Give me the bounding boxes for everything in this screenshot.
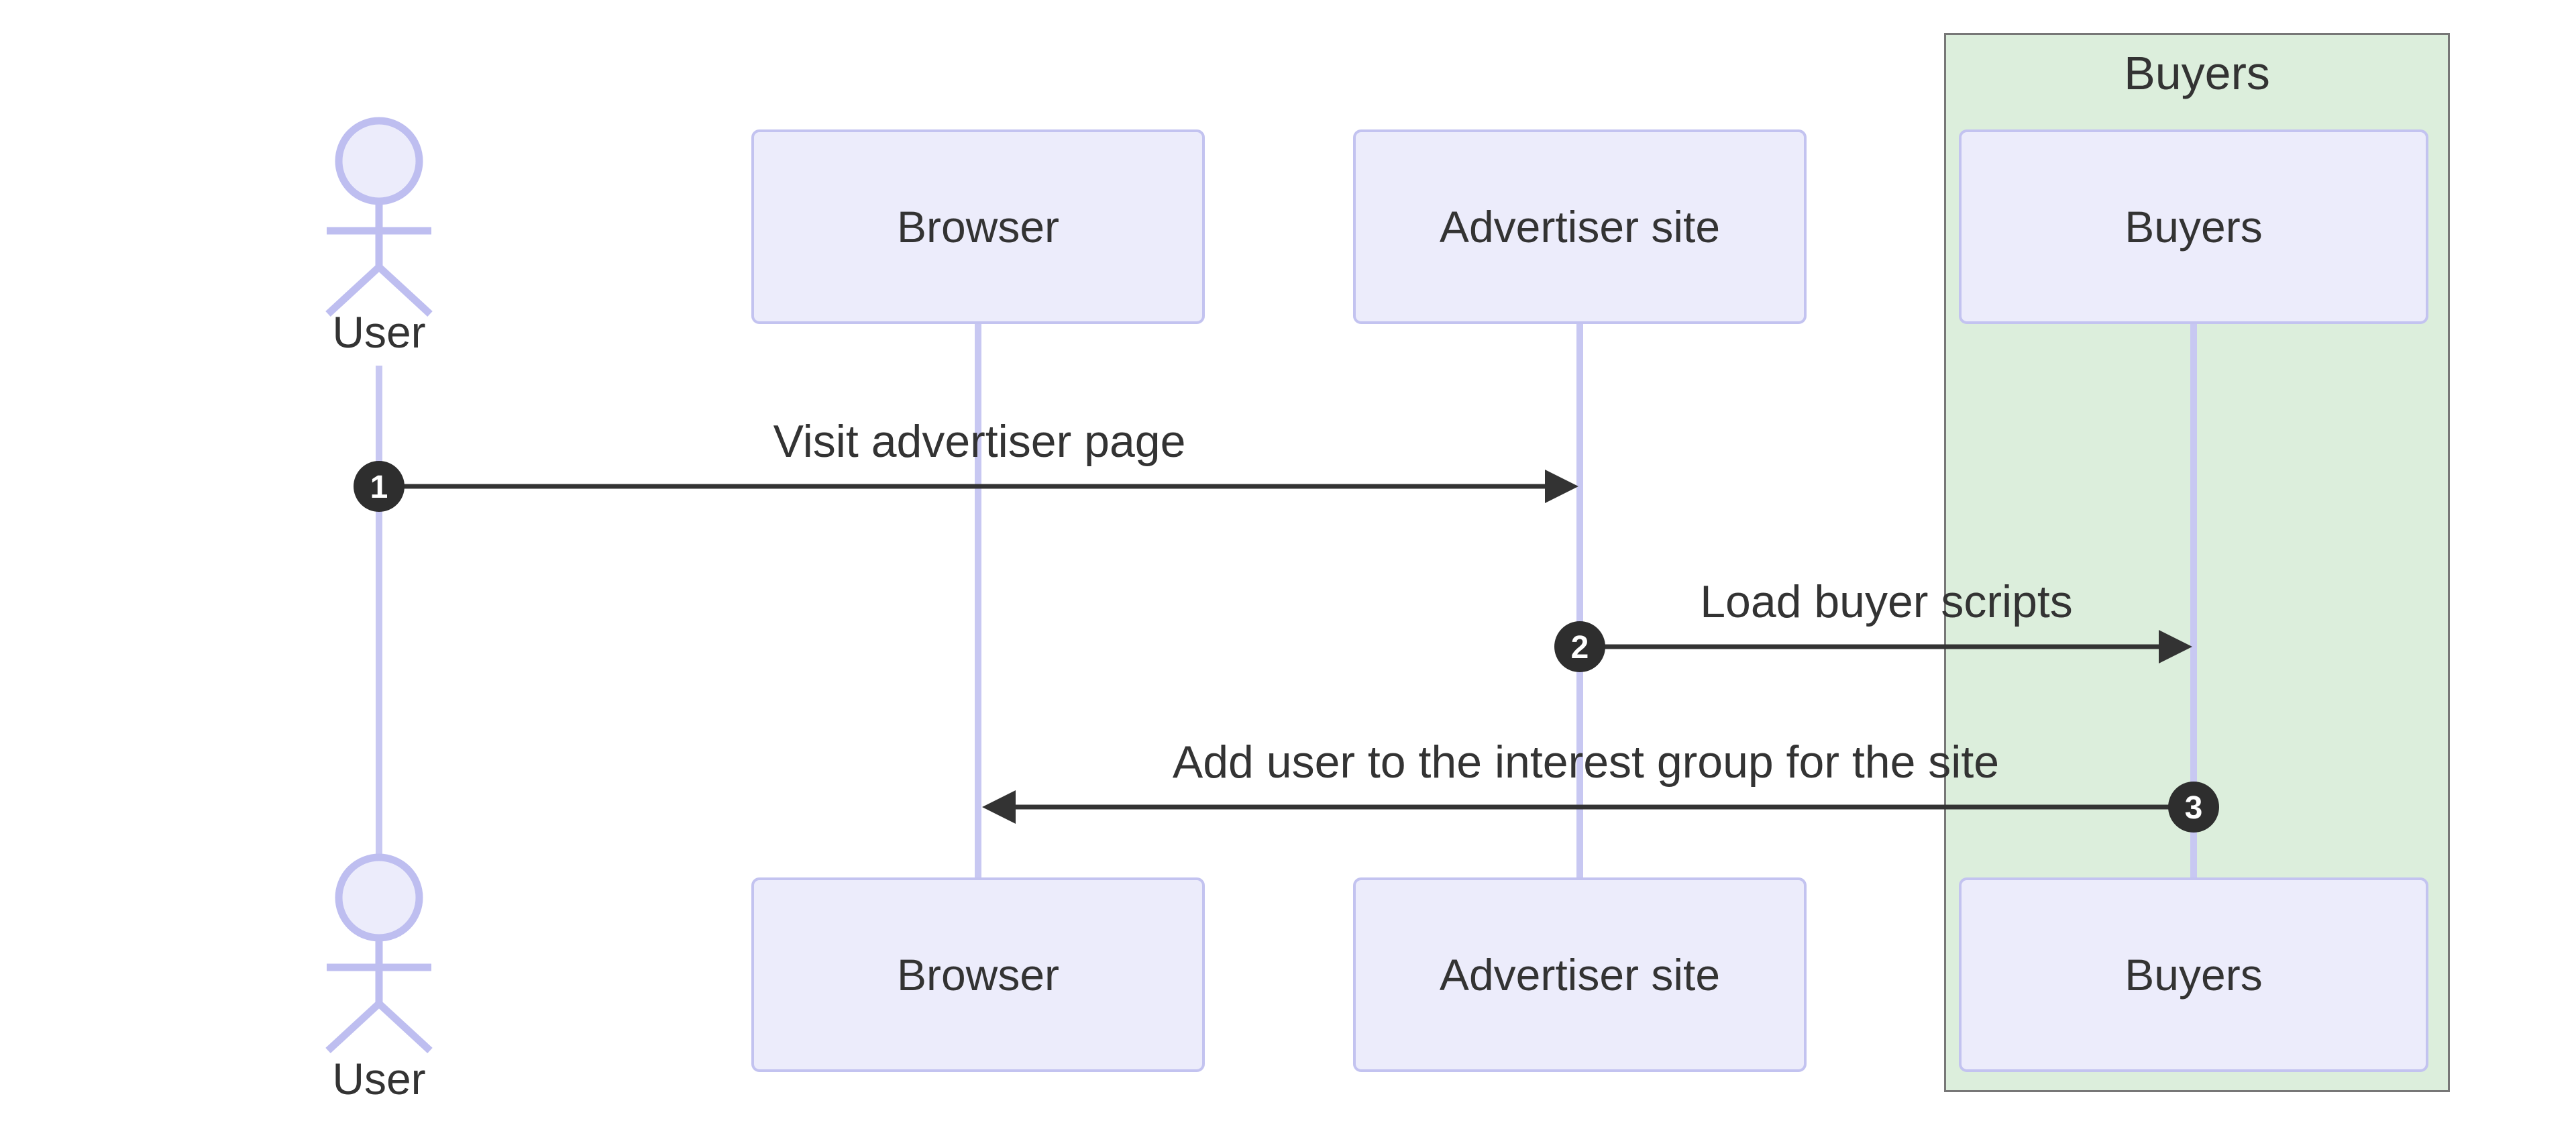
actor-left-leg-line bbox=[325, 264, 382, 317]
message-3-label: Add user to the interest group for the s… bbox=[1172, 737, 2000, 788]
actor-left-leg-line bbox=[325, 1000, 382, 1054]
sequence-number-3-badge bbox=[2168, 782, 2219, 833]
participant-label: Buyers bbox=[2125, 950, 2263, 1000]
actor-figure-user-bottom bbox=[325, 853, 433, 1054]
participant-label: Browser bbox=[896, 202, 1060, 252]
actor-right-leg-line bbox=[376, 1000, 433, 1054]
participant-label: Advertiser site bbox=[1439, 950, 1721, 1000]
actor-user-label-top: User bbox=[332, 307, 426, 357]
sequence-number-1-text: 1 bbox=[370, 470, 388, 505]
participant-label: Browser bbox=[896, 950, 1060, 1000]
actor-right-leg-line bbox=[376, 264, 433, 317]
arrowhead-left-icon bbox=[982, 790, 1016, 824]
participant-advertiser-site-top: Advertiser site bbox=[1353, 129, 1807, 324]
sequence-number-1-badge bbox=[354, 461, 405, 512]
actor-figure-user-top bbox=[325, 117, 433, 317]
message-3-arrow: 3 bbox=[982, 782, 2219, 833]
participant-label: Buyers bbox=[2125, 202, 2263, 252]
message-2-label: Load buyer scripts bbox=[1700, 576, 2073, 627]
message-1-label: Visit advertiser page bbox=[773, 416, 1186, 467]
participant-buyers-bottom: Buyers bbox=[1959, 877, 2428, 1072]
participant-advertiser-site-bottom: Advertiser site bbox=[1353, 877, 1807, 1072]
participant-browser-bottom: Browser bbox=[751, 877, 1205, 1072]
sequence-number-2-text: 2 bbox=[1571, 630, 1589, 665]
arrowhead-right-icon bbox=[2159, 630, 2192, 663]
buyers-group-label: Buyers bbox=[2124, 47, 2270, 99]
sequence-number-2-badge bbox=[1554, 621, 1605, 672]
arrowhead-right-icon bbox=[1545, 470, 1578, 503]
participant-label: Advertiser site bbox=[1439, 202, 1721, 252]
actor-user-label-bottom: User bbox=[332, 1054, 426, 1104]
actor-head-icon bbox=[335, 853, 423, 942]
participant-browser-top: Browser bbox=[751, 129, 1205, 324]
participant-buyers-top: Buyers bbox=[1959, 129, 2428, 324]
message-2-arrow: 2 bbox=[1554, 621, 2192, 672]
message-1-arrow: 1 bbox=[354, 461, 1578, 512]
actor-head-icon bbox=[335, 117, 423, 205]
sequence-number-3-text: 3 bbox=[2185, 790, 2203, 826]
